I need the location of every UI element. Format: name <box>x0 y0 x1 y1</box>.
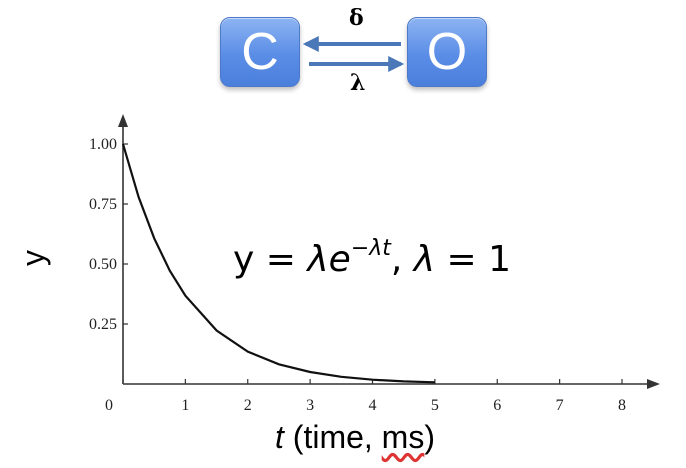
lambda-rate-label: λ <box>350 70 366 96</box>
x-axis-unit: ms <box>381 419 425 455</box>
x-tick-label: 7 <box>556 397 564 414</box>
equation-coef: λe <box>307 239 351 280</box>
equation-lhs: y = <box>233 239 308 280</box>
equation-exponent: −λt <box>350 236 391 261</box>
y-tick-label: 1.00 <box>89 136 117 153</box>
x-tick-label: 8 <box>618 397 626 414</box>
x-tick-label: 0 <box>105 397 113 414</box>
delta-rate-label: δ <box>349 5 364 31</box>
equation-param-value: = 1 <box>435 239 512 280</box>
equation-label: y = λe−λt, λ = 1 <box>233 236 511 280</box>
x-axis-close: ) <box>424 419 435 455</box>
x-tick-label: 6 <box>493 397 501 414</box>
equation-sep: , <box>390 239 414 280</box>
y-tick-label: 0.75 <box>89 196 117 213</box>
x-tick-label: 1 <box>181 397 189 414</box>
equation-param: λ <box>413 239 436 280</box>
x-axis-arrowhead <box>647 379 660 389</box>
closed-state-box: C <box>220 17 300 87</box>
decay-curve-series <box>121 143 435 384</box>
axes <box>118 114 660 389</box>
y-axis-label: y <box>15 250 51 266</box>
x-tick-label: 5 <box>431 397 439 414</box>
transition-arrows <box>302 36 405 72</box>
ticks: 0 1 2 3 4 5 6 7 8 0.25 0.50 0.75 1.00 <box>89 136 626 414</box>
open-state-box: O <box>407 17 487 87</box>
x-axis-text: (time, <box>283 419 382 455</box>
y-tick-label: 0.25 <box>89 316 117 333</box>
x-tick-label: 2 <box>244 397 252 414</box>
x-tick-label: 3 <box>306 397 314 414</box>
x-tick-label: 4 <box>369 397 377 414</box>
x-axis-var: t <box>275 419 284 455</box>
x-axis-label: t (time, ms) <box>275 419 435 456</box>
y-tick-label: 0.50 <box>89 256 117 273</box>
y-axis-arrowhead <box>118 114 128 127</box>
